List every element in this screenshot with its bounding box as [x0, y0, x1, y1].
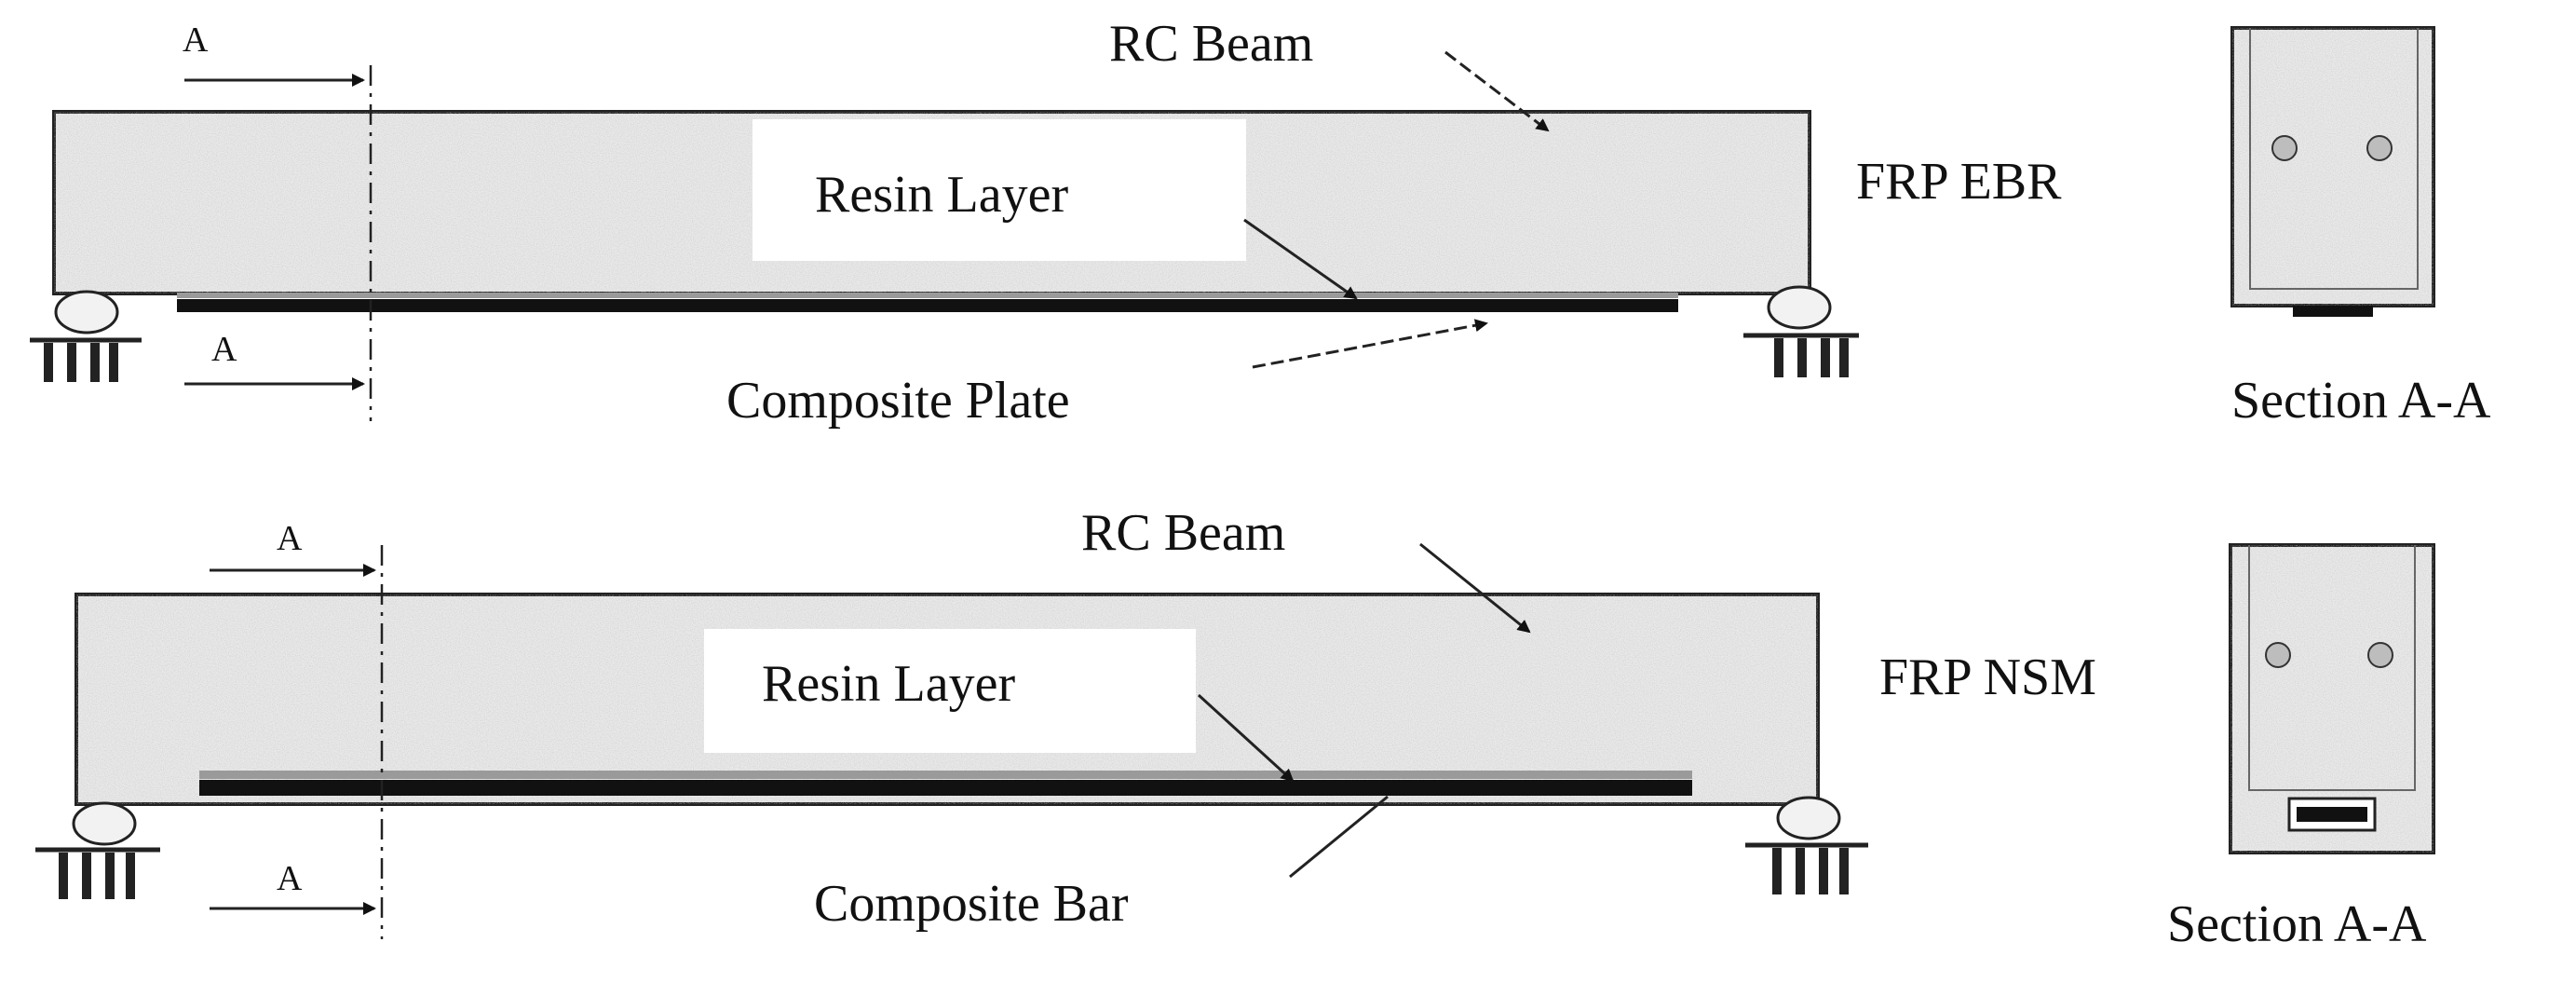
rc-beam-label: RC Beam	[1109, 15, 1313, 73]
resin-label-box	[704, 629, 1196, 753]
rc-beam-leader	[1419, 542, 1531, 634]
rc-beam-leader	[1444, 50, 1550, 132]
section-caption-ebr: Section A-A	[2231, 372, 2491, 430]
composite-plate-label: Composite Plate	[726, 372, 1070, 430]
panel-nsm: Resin Layer A A RC Beam Composite Bar	[35, 504, 2435, 953]
section-cut-letter-top: A	[277, 519, 303, 558]
method-label-ebr: FRP EBR	[1856, 153, 2062, 211]
rebar	[2271, 135, 2298, 161]
composite-bar	[199, 780, 1692, 796]
right-support	[1743, 285, 1859, 377]
section-cut-letter-bottom: A	[277, 859, 303, 898]
composite-plate-leader	[1252, 319, 1488, 369]
resin-layer-label: Resin Layer	[762, 655, 1015, 713]
right-support	[1745, 796, 1868, 894]
composite-bar-label: Composite Bar	[814, 875, 1129, 933]
panel-ebr: Resin Layer A A RC Beam	[30, 15, 2491, 430]
rebar	[2367, 642, 2393, 668]
section-composite-bar	[2297, 807, 2367, 822]
resin-layer-leader	[1197, 693, 1295, 783]
rebar	[2366, 135, 2393, 161]
resin-layer	[177, 293, 1678, 298]
cross-section-ebr	[2230, 26, 2435, 317]
left-support	[30, 290, 142, 382]
section-cut-letter-top: A	[183, 20, 209, 60]
section-composite-plate	[2293, 306, 2373, 317]
resin-layer-label: Resin Layer	[815, 166, 1068, 224]
rebar	[2265, 642, 2291, 668]
composite-bar-leader	[1289, 795, 1389, 879]
resin-layer	[199, 771, 1692, 779]
section-cut-letter-bottom: A	[211, 330, 237, 369]
section-caption-nsm: Section A-A	[2167, 895, 2427, 953]
rc-beam-label: RC Beam	[1081, 504, 1285, 562]
resin-label-box	[752, 119, 1246, 261]
composite-plate	[177, 299, 1678, 312]
resin-layer-leader	[1243, 218, 1358, 300]
cross-section-nsm	[2229, 543, 2435, 854]
left-support	[35, 801, 160, 899]
method-label-nsm: FRP NSM	[1879, 649, 2096, 706]
